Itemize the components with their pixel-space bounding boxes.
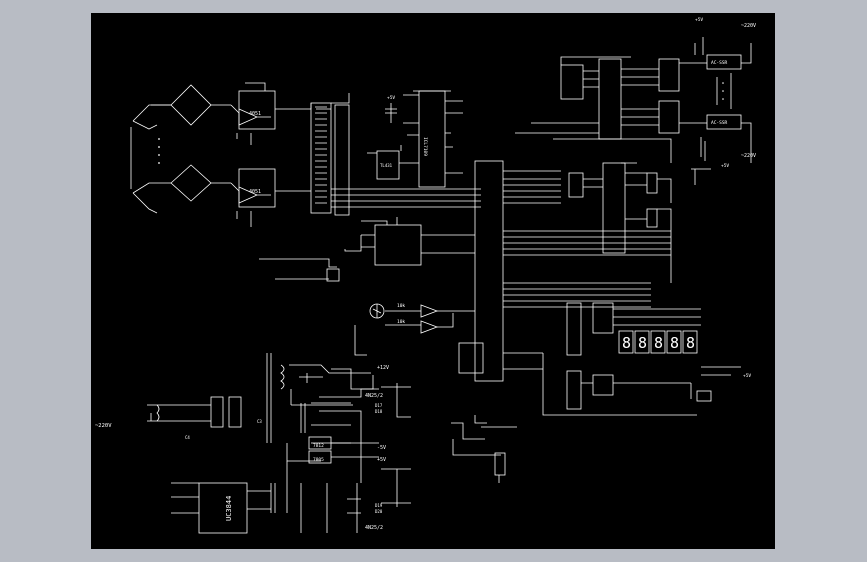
segment-digit-box <box>682 330 698 354</box>
adc-label: ICL7109 <box>422 137 428 156</box>
plus5-out-label: +5V <box>377 457 386 463</box>
opamp-a-label: 4051 <box>249 111 261 117</box>
reg-b-label: 7805 <box>313 457 324 463</box>
r10k-b: 10k <box>397 319 405 325</box>
pwm-ic-label: UC3844 <box>225 496 233 521</box>
mux-connector <box>310 93 481 216</box>
mcu-block <box>458 160 671 382</box>
d17-label: D17 <box>375 403 383 408</box>
segment-digit: 8 <box>638 334 647 352</box>
segment-digit-box <box>634 330 650 354</box>
ssr-top-label: AC-SSR <box>711 60 728 66</box>
ssr-drivers <box>515 37 752 163</box>
vcc-top-right: +5V <box>695 17 703 23</box>
plus12-label: +12V <box>377 365 389 371</box>
timer-block <box>259 217 475 282</box>
mains-right-label: ~220V <box>741 153 756 159</box>
segment-digit: 8 <box>686 334 695 352</box>
segment-display-drivers <box>542 302 741 416</box>
vcc-mid: +5V <box>721 163 729 169</box>
vcc-seg: +5V <box>743 373 751 379</box>
opamp-b-label: 4051 <box>249 189 261 195</box>
reg-a-label: 7812 <box>313 443 324 449</box>
power-supply <box>147 353 411 534</box>
adc-block <box>367 90 463 188</box>
c3-label: C3 <box>257 419 262 424</box>
c4-label: C4 <box>185 435 190 440</box>
ir-block <box>354 303 475 356</box>
ref-label: TL431 <box>380 163 393 168</box>
segment-digit-box <box>618 330 634 354</box>
segment-digit: 8 <box>654 334 663 352</box>
display-controller <box>553 138 711 283</box>
input-stage-bottom <box>132 164 311 227</box>
d19-label: D19 <box>375 503 383 508</box>
segment-digit: 8 <box>622 334 631 352</box>
d18-label: D18 <box>375 409 383 414</box>
segment-digit-box <box>666 330 682 354</box>
mains-left-label: ~220V <box>95 423 112 429</box>
mains-top-label: ~220V <box>741 23 756 29</box>
segment-digit-box <box>650 330 666 354</box>
sensor-dots <box>130 127 160 189</box>
diode-top-label: 4N25/2 <box>365 393 383 399</box>
input-stage-top <box>132 82 331 145</box>
minus5-label: -5V <box>377 445 386 451</box>
switch-block <box>451 415 517 483</box>
segment-digit: 8 <box>670 334 679 352</box>
ssr-bot-label: AC-SSR <box>711 120 728 126</box>
diode-bot-label: 4N25/2 <box>365 525 383 531</box>
vcc-adc: +5V <box>387 95 395 101</box>
r10k-a: 10k <box>397 303 405 309</box>
d20-label: D20 <box>375 509 383 514</box>
schematic-canvas[interactable]: 4051 4051 ICL7109 TL431 +5V <box>91 13 775 549</box>
circuit-schematic: 4051 4051 ICL7109 TL431 +5V <box>95 17 756 534</box>
